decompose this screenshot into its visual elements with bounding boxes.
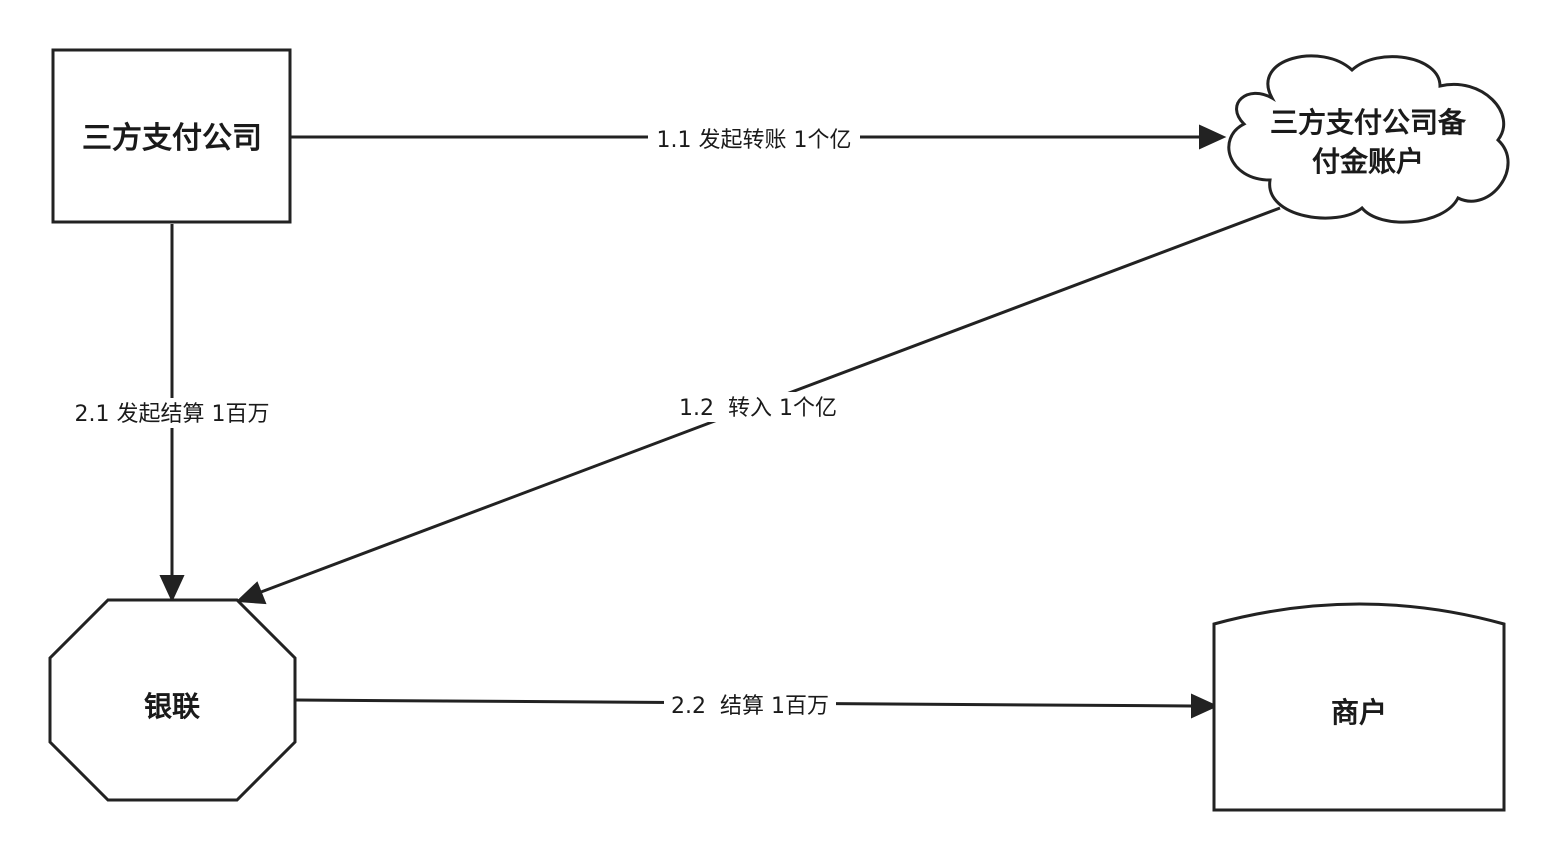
arrowhead-icon [235, 581, 267, 605]
edge-label-bg [60, 398, 284, 428]
edge-transfer-initiate-label: 1.1 发起转账 1个亿 [657, 128, 852, 153]
arrowhead-icon [159, 575, 185, 603]
octagon-shape-icon [48, 598, 297, 802]
node-payment-company[interactable]: 三方支付公司 [51, 48, 292, 224]
node-reserve-account-label-line2: 付金账户 [1312, 145, 1424, 178]
node-unionpay-label: 银联 [144, 690, 200, 723]
edge-settlement-initiate: 2.1 发起结算 1百万 [60, 224, 284, 603]
edge-label-bg [672, 392, 844, 422]
edge-settlement: 2.2 结算 1百万 [295, 690, 1219, 720]
node-merchant-label: 商户 [1331, 696, 1387, 729]
edge-transfer-in: 1.2 转入 1个亿 [235, 206, 1281, 605]
arrowhead-icon [1199, 124, 1227, 150]
merchant-shape-icon [1212, 602, 1506, 812]
node-reserve-account-label-line1: 三方支付公司备 [1270, 106, 1467, 139]
edge-settlement-initiate-label: 2.1 发起结算 1百万 [75, 402, 270, 427]
edge-transfer-in-label: 1.2 转入 1个亿 [679, 396, 837, 421]
node-reserve-account[interactable]: 三方支付公司备 付金账户 [1227, 54, 1510, 224]
node-unionpay[interactable]: 银联 [48, 598, 297, 802]
node-payment-company-box [51, 48, 292, 224]
node-payment-company-label: 三方支付公司 [82, 121, 262, 156]
edge-settlement-label: 2.2 结算 1百万 [671, 694, 829, 719]
node-merchant[interactable]: 商户 [1212, 602, 1506, 812]
edge-label-bg [664, 690, 836, 720]
edge-transfer-initiate: 1.1 发起转账 1个亿 [291, 124, 1227, 153]
edge-label-bg [648, 124, 860, 152]
arrowhead-icon [1191, 693, 1219, 719]
cloud-shape-icon [1227, 54, 1510, 224]
